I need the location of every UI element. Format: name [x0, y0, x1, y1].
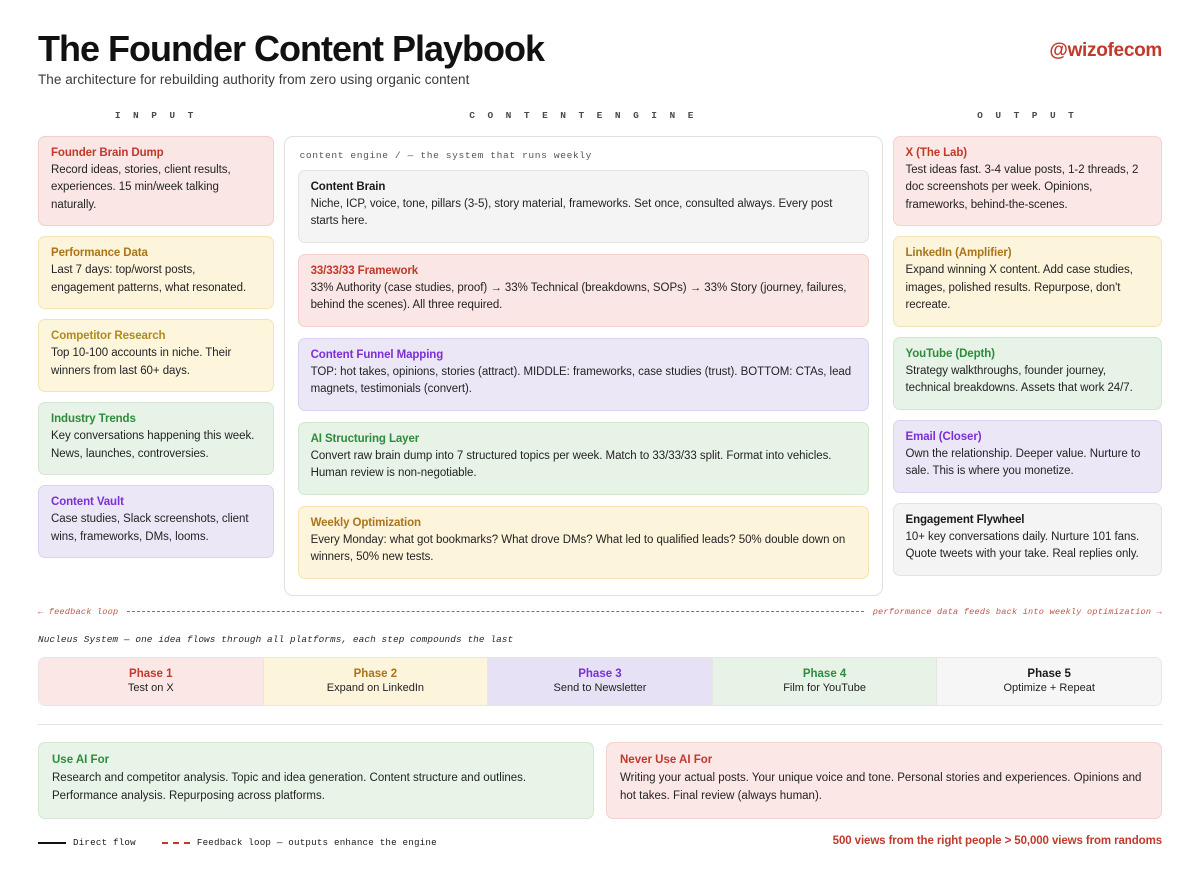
phase-number: Phase 5 — [1027, 667, 1071, 680]
legend: Direct flow Feedback loop — outputs enha… — [38, 837, 437, 848]
phase-item-1[interactable]: Phase 1 Test on X — [39, 657, 264, 705]
output-card-email-closer[interactable]: Email (Closer) Own the relationship. Dee… — [892, 419, 1163, 493]
engine-card-333-framework[interactable]: 33/33/33 Framework 33% Authority (case s… — [297, 253, 869, 327]
card-title: Content Vault — [51, 496, 124, 509]
column-headers: I N P U T C O N T E N T E N G I N E O U … — [38, 110, 1162, 130]
box-title: Use AI For — [52, 753, 110, 766]
input-card-industry-trends[interactable]: Industry Trends Key conversations happen… — [38, 402, 274, 476]
phase-label: Send to Newsletter — [553, 681, 647, 694]
ai-usage-row: Use AI For Research and competitor analy… — [38, 741, 1162, 820]
page-title: The Founder Content Playbook — [38, 28, 545, 69]
engine-card-ai-structuring-layer[interactable]: AI Structuring Layer Convert raw brain d… — [297, 421, 869, 495]
legend-label-direct-flow: Direct flow — [73, 837, 136, 849]
nucleus-system-caption: Nucleus System — one idea flows through … — [38, 633, 514, 645]
card-body: TOP: hot takes, opinions, stories (attra… — [310, 365, 852, 396]
card-body: Strategy walkthroughs, founder journey, … — [905, 364, 1133, 395]
card-title: Competitor Research — [51, 330, 166, 343]
box-body: Writing your actual posts. Your unique v… — [620, 771, 1142, 802]
card-body: Last 7 days: top/worst posts, engagement… — [51, 264, 247, 294]
input-card-founder-brain-dump[interactable]: Founder Brain Dump Record ideas, stories… — [38, 136, 274, 227]
phase-item-2[interactable]: Phase 2 Expand on LinkedIn — [263, 657, 489, 705]
card-body: Record ideas, stories, client results, e… — [51, 164, 231, 211]
solid-line-icon — [38, 841, 66, 844]
card-title: YouTube (Depth) — [905, 347, 996, 360]
card-body: Expand winning X content. Add case studi… — [905, 264, 1133, 312]
engine-panel-caption: content engine / — the system that runs … — [299, 150, 593, 161]
card-title: Industry Trends — [51, 413, 136, 426]
input-column: Founder Brain Dump Record ideas, stories… — [38, 136, 274, 568]
card-title: AI Structuring Layer — [310, 432, 420, 445]
card-body: Test ideas fast. 3-4 value posts, 1-2 th… — [905, 164, 1139, 211]
input-card-performance-data[interactable]: Performance Data Last 7 days: top/worst … — [38, 236, 274, 310]
phase-label: Film for YouTube — [783, 681, 866, 694]
phase-item-3[interactable]: Phase 3 Send to Newsletter — [488, 657, 713, 705]
brand-handle: @wizofecom — [1049, 40, 1162, 61]
feedback-loop-right-label: performance data feeds back into weekly … — [872, 606, 1162, 617]
output-card-youtube-depth[interactable]: YouTube (Depth) Strategy walkthroughs, f… — [892, 336, 1163, 410]
phase-number: Phase 4 — [802, 667, 847, 680]
main-columns: Founder Brain Dump Record ideas, stories… — [38, 136, 1163, 596]
card-body: Case studies, Slack screenshots, client … — [51, 513, 249, 543]
card-title: Engagement Flywheel — [905, 513, 1025, 526]
engine-card-content-brain[interactable]: Content Brain Niche, ICP, voice, tone, p… — [297, 170, 869, 243]
card-title: Founder Brain Dump — [51, 147, 164, 159]
output-card-engagement-flywheel[interactable]: Engagement Flywheel 10+ key conversation… — [892, 502, 1163, 576]
input-card-competitor-research[interactable]: Competitor Research Top 10-100 accounts … — [38, 319, 274, 393]
box-body: Research and competitor analysis. Topic … — [52, 771, 527, 802]
legend-feedback-loop: Feedback loop — outputs enhance the engi… — [161, 837, 437, 849]
feedback-loop-dashed-line — [127, 611, 864, 613]
engine-card-weekly-optimization[interactable]: Weekly Optimization Every Monday: what g… — [297, 505, 869, 579]
output-card-linkedin-amplifier[interactable]: LinkedIn (Amplifier) Expand winning X co… — [892, 236, 1163, 327]
engine-column: content engine / — the system that runs … — [283, 136, 883, 596]
phase-number: Phase 3 — [578, 667, 622, 680]
box-title: Never Use AI For — [620, 753, 713, 766]
phase-label: Expand on LinkedIn — [326, 681, 425, 694]
card-title: X (The Lab) — [905, 147, 968, 159]
legend-direct-flow: Direct flow — [38, 837, 136, 848]
card-title: Weekly Optimization — [310, 516, 421, 529]
card-body: 33% Authority (case studies, proof) → 33… — [310, 281, 847, 312]
card-title: Performance Data — [51, 247, 148, 260]
phase-item-4[interactable]: Phase 4 Film for YouTube — [712, 657, 938, 705]
feedback-loop-row: ← feedback loop performance data feeds b… — [38, 604, 1162, 620]
card-title: Email (Closer) — [905, 430, 982, 443]
page-subtitle: The architecture for rebuilding authorit… — [38, 72, 470, 88]
card-title: Content Brain — [310, 181, 386, 193]
dashed-line-icon — [161, 841, 190, 844]
feedback-loop-left-label: ← feedback loop — [38, 606, 119, 617]
section-divider — [38, 723, 1162, 725]
page-footer: Direct flow Feedback loop — outputs enha… — [38, 835, 1162, 848]
card-body: Niche, ICP, voice, tone, pillars (3-5), … — [310, 198, 833, 228]
card-body: 10+ key conversations daily. Nurture 101… — [905, 530, 1140, 561]
legend-label-feedback-loop: Feedback loop — outputs enhance the engi… — [196, 837, 437, 849]
card-title: 33/33/33 Framework — [310, 264, 419, 277]
phase-bar: Phase 1 Test on X Phase 2 Expand on Link… — [38, 656, 1162, 706]
never-use-ai-for-box[interactable]: Never Use AI For Writing your actual pos… — [606, 741, 1162, 820]
content-engine-panel: content engine / — the system that runs … — [283, 136, 883, 596]
use-ai-for-box[interactable]: Use AI For Research and competitor analy… — [38, 741, 594, 820]
phase-label: Test on X — [127, 681, 174, 694]
engine-card-content-funnel-mapping[interactable]: Content Funnel Mapping TOP: hot takes, o… — [297, 337, 869, 411]
footer-tagline: 500 views from the right people > 50,000… — [832, 835, 1162, 848]
column-label-output: O U T P U T — [977, 110, 1078, 121]
card-title: LinkedIn (Amplifier) — [905, 247, 1012, 260]
card-title: Content Funnel Mapping — [310, 348, 444, 361]
input-card-content-vault[interactable]: Content Vault Case studies, Slack screen… — [38, 485, 274, 559]
phase-number: Phase 1 — [129, 667, 173, 680]
phase-label: Optimize + Repeat — [1003, 681, 1095, 694]
column-label-engine: C O N T E N T E N G I N E — [469, 110, 697, 121]
column-label-input: I N P U T — [114, 110, 197, 121]
card-body: Top 10-100 accounts in niche. Their winn… — [51, 347, 232, 377]
card-body: Own the relationship. Deeper value. Nurt… — [905, 447, 1141, 478]
page-header: The Founder Content Playbook The archite… — [38, 28, 1162, 94]
output-column: X (The Lab) Test ideas fast. 3-4 value p… — [892, 136, 1163, 586]
card-body: Convert raw brain dump into 7 structured… — [310, 449, 832, 480]
output-card-x-the-lab[interactable]: X (The Lab) Test ideas fast. 3-4 value p… — [892, 136, 1163, 227]
phase-item-5[interactable]: Phase 5 Optimize + Repeat — [937, 657, 1161, 705]
phase-number: Phase 2 — [353, 667, 398, 680]
card-body: Key conversations happening this week. N… — [51, 430, 255, 460]
card-body: Every Monday: what got bookmarks? What d… — [310, 533, 846, 564]
